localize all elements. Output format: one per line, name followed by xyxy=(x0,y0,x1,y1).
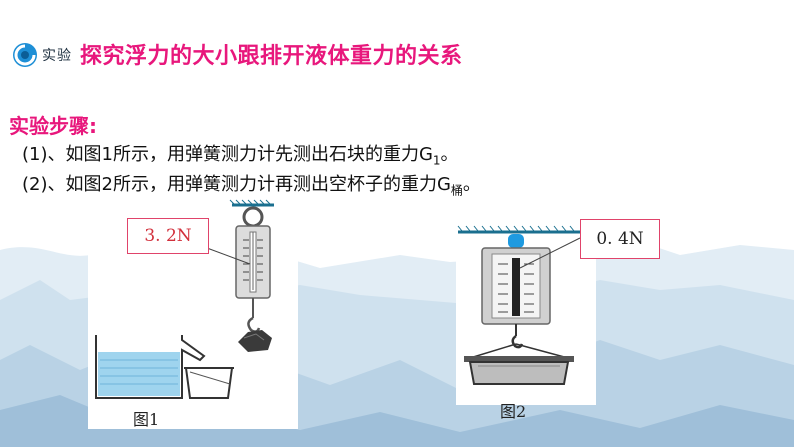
figure-2-caption: 图2 xyxy=(500,402,527,421)
step-number: (1)、 xyxy=(22,144,66,165)
figure-1-reading: 3. 2N xyxy=(127,218,209,254)
figure-2-illustration xyxy=(457,225,581,385)
badge-label: 实验 xyxy=(42,48,72,64)
step-text: 如图1所示，用弹簧测力计先测出石块的重力G xyxy=(65,144,433,165)
figure-1-illustration xyxy=(95,199,274,399)
step-number: (2)、 xyxy=(22,174,66,195)
step-subscript: 桶 xyxy=(450,183,463,198)
step-item: (1)、如图1所示，用弹簧测力计先测出石块的重力G1。 xyxy=(22,140,459,168)
step-item: (2)、如图2所示，用弹簧测力计再测出空杯子的重力G桶。 xyxy=(22,170,481,199)
step-end: 。 xyxy=(462,174,481,195)
figure-2-reading: 0. 4N xyxy=(580,219,660,259)
step-text: 如图2所示，用弹簧测力计再测出空杯子的重力G xyxy=(65,174,451,195)
steps-heading: 实验步骤: xyxy=(9,114,97,138)
figure-1-caption: 图1 xyxy=(133,410,160,429)
step-subscript: 1 xyxy=(432,153,441,168)
step-end: 。 xyxy=(440,144,459,165)
page-title: 探究浮力的大小跟排开液体重力的关系 xyxy=(80,44,463,69)
experiment-badge-icon xyxy=(13,43,37,67)
